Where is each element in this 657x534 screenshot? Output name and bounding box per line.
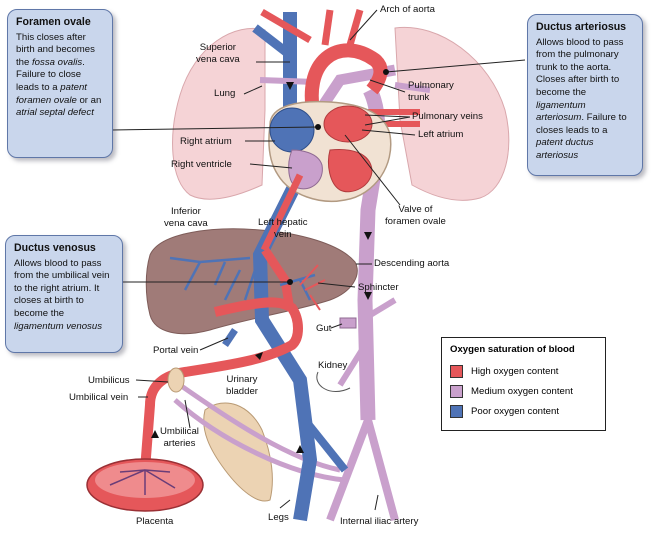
ductus-arteriosus-title: Ductus arteriosus [536, 21, 627, 33]
legend-item-medium: Medium oxygen content [450, 381, 597, 401]
label-right-ventricle: Right ventricle [171, 159, 232, 170]
foramen-ovale-text: This closes after birth and becomes the … [16, 31, 102, 119]
legend-title: Oxygen saturation of blood [450, 344, 575, 355]
pointer-lines [111, 9, 526, 511]
urinary-bladder [203, 402, 273, 502]
legend-label-medium: Medium oxygen content [471, 385, 573, 397]
legend-swatch-poor [450, 404, 463, 418]
umbilicus [167, 367, 185, 393]
legend-swatch-high [450, 364, 463, 378]
label-arch-of-aorta: Arch of aorta [380, 4, 435, 15]
label-umbilical-vein: Umbilical vein [69, 392, 129, 403]
label-gut: Gut [316, 323, 332, 334]
label-umbilicus: Umbilicus [88, 375, 130, 386]
portal-vein [222, 328, 238, 347]
label-inferior-vena-cava: Inferior vena cava [164, 206, 208, 229]
gut [339, 317, 357, 329]
flow-arrows [151, 82, 372, 453]
umbilical-arteries [178, 382, 341, 473]
foramen-ovale-title: Foramen ovale [16, 16, 91, 28]
label-urinary-bladder: Urinary bladder [226, 374, 259, 397]
legend-item-high: High oxygen content [450, 361, 597, 381]
label-legs: Legs [268, 512, 289, 523]
label-descending-aorta: Descending aorta [374, 258, 450, 269]
legend: Oxygen saturation of blood High oxygen c… [441, 337, 606, 431]
label-right-atrium: Right atrium [180, 136, 232, 147]
label-umbilical-arteries: Umbilical arteries [160, 426, 199, 449]
ductus-arteriosus-box: Ductus arteriosus Allows blood to pass f… [527, 14, 643, 176]
left-ventricle [327, 149, 373, 193]
label-pulmonary-veins: Pulmonary veins [412, 111, 483, 122]
label-pulmonary-trunk: Pulmonary trunk [408, 80, 454, 103]
ductus-venosus-title: Ductus venosus [14, 242, 96, 254]
label-kidney: Kidney [318, 360, 348, 371]
kidney [316, 371, 351, 393]
legend-item-poor: Poor oxygen content [450, 401, 597, 421]
ductus-arteriosus-text: Allows blood to pass from the pulmonary … [536, 36, 627, 161]
legend-label-high: High oxygen content [471, 365, 559, 377]
left-atrium [323, 105, 373, 143]
label-lung: Lung [214, 88, 236, 99]
label-left-atrium: Left atrium [418, 129, 464, 140]
label-placenta: Placenta [136, 516, 174, 527]
ductus-venosus-vessel [261, 247, 295, 311]
label-sphincter: Sphincter [358, 282, 399, 293]
ductus-venosus-text: Allows blood to pass from the umbilical … [14, 257, 110, 332]
legend-swatch-medium [450, 384, 463, 398]
ductus-venosus-box: Ductus venosus Allows blood to pass from… [5, 235, 123, 353]
label-superior-vena-cava: Superior vena cava [196, 42, 240, 65]
right-atrium [269, 107, 315, 153]
foramen-ovale-box: Foramen ovale This closes after birth an… [7, 9, 113, 158]
label-internal-iliac-artery: Internal iliac artery [340, 516, 419, 527]
left-lung [394, 26, 510, 201]
label-valve-of-foramen-ovale: Valve of foramen ovale [385, 204, 446, 227]
right-lung [172, 28, 266, 200]
label-portal-vein: Portal vein [153, 345, 199, 356]
legend-label-poor: Poor oxygen content [471, 405, 560, 417]
arch-of-aorta [304, 43, 388, 122]
label-left-hepatic-vein: Left hepatic vein [258, 217, 308, 240]
